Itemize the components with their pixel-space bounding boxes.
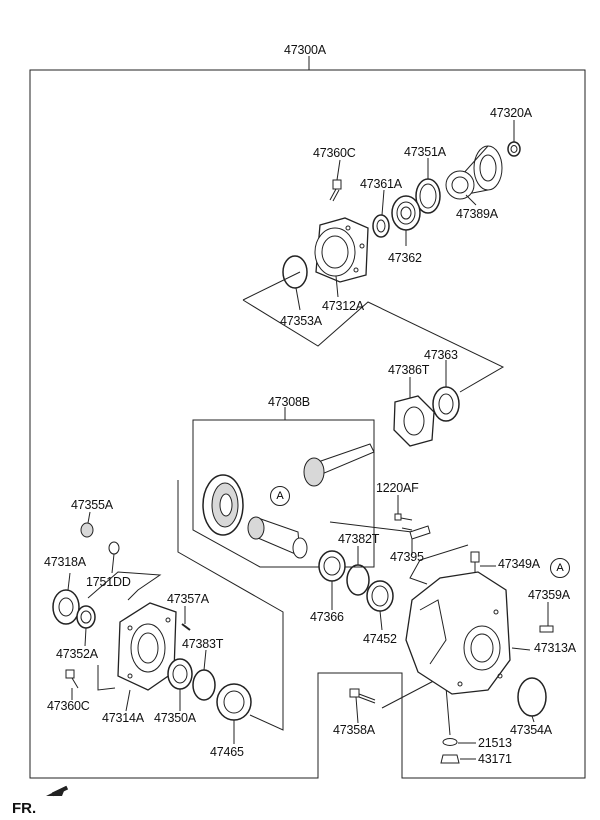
label-21513: 21513 xyxy=(478,736,512,750)
part-47452 xyxy=(366,580,394,612)
part-47349A xyxy=(470,551,480,574)
part-1751DD xyxy=(108,541,120,555)
part-43171 xyxy=(440,754,460,764)
part-47389A xyxy=(445,145,503,200)
part-47382T xyxy=(346,564,370,596)
part-21513 xyxy=(442,738,458,746)
part-47352A xyxy=(76,605,96,629)
label-47312A: 47312A xyxy=(322,299,364,313)
part-47361A xyxy=(372,214,390,238)
part-47395 xyxy=(409,525,431,540)
label-47366: 47366 xyxy=(310,610,344,624)
ring-gear-bracket xyxy=(177,480,284,731)
label-47395: 47395 xyxy=(390,550,424,564)
label-47389A: 47389A xyxy=(456,207,498,221)
label-1220AF: 1220AF xyxy=(376,481,419,495)
label-47382T: 47382T xyxy=(338,532,380,546)
reference-marker-a-case: A xyxy=(550,558,570,578)
label-47354A: 47354A xyxy=(510,723,552,737)
part-47386T xyxy=(393,395,435,447)
label-47383T: 47383T xyxy=(182,637,224,651)
part-47320A xyxy=(507,141,521,157)
front-orientation-label: FR. xyxy=(12,800,37,817)
left-group-bracket xyxy=(87,571,162,601)
part-47308B-pinion xyxy=(303,443,375,487)
part-47308B-ring-gear xyxy=(202,474,244,536)
label-47300A: 47300A xyxy=(284,43,326,57)
leader-lines xyxy=(67,120,549,760)
part-47362 xyxy=(391,195,421,231)
label-47363: 47363 xyxy=(424,348,458,362)
label-47359A: 47359A xyxy=(528,588,570,602)
label-47314A: 47314A xyxy=(102,711,144,725)
label-47362: 47362 xyxy=(388,251,422,265)
label-47350A: 47350A xyxy=(154,711,196,725)
label-47357A: 47357A xyxy=(167,592,209,606)
label-47358A: 47358A xyxy=(333,723,375,737)
part-47357A xyxy=(181,623,191,631)
part-47312A xyxy=(314,217,369,283)
part-47354A xyxy=(517,677,547,717)
label-47308B: 47308B xyxy=(268,395,310,409)
pinion-group-box xyxy=(192,419,375,568)
label-43171: 43171 xyxy=(478,752,512,766)
part-47366 xyxy=(318,550,346,582)
assembly-frame xyxy=(29,69,586,779)
part-47383T xyxy=(192,669,216,701)
reference-marker-a-gear: A xyxy=(270,486,290,506)
part-47465 xyxy=(216,683,252,721)
part-47313A xyxy=(405,571,511,695)
label-47360C-bottom: 47360C xyxy=(47,699,90,713)
part-47355A xyxy=(80,522,94,538)
label-1751DD: 1751DD xyxy=(86,575,131,589)
part-side-gear xyxy=(247,516,308,559)
part-47360C-top xyxy=(329,179,342,202)
label-47360C-top: 47360C xyxy=(313,146,356,160)
part-47363 xyxy=(432,386,460,422)
label-47452: 47452 xyxy=(363,632,397,646)
label-47353A: 47353A xyxy=(280,314,322,328)
part-1220AF xyxy=(394,513,413,521)
part-47359A xyxy=(539,625,554,633)
upper-group-bracket xyxy=(242,271,505,393)
part-47318A xyxy=(52,589,80,625)
part-47350A xyxy=(167,658,193,690)
label-47313A: 47313A xyxy=(534,641,576,655)
front-direction-arrow-icon xyxy=(46,785,69,797)
label-47349A: 47349A xyxy=(498,557,540,571)
label-47465: 47465 xyxy=(210,745,244,759)
label-47320A: 47320A xyxy=(490,106,532,120)
part-47358A xyxy=(349,688,376,704)
part-47353A xyxy=(282,255,308,289)
label-47351A: 47351A xyxy=(404,145,446,159)
label-47361A: 47361A xyxy=(360,177,402,191)
label-47386T: 47386T xyxy=(388,363,430,377)
label-47318A: 47318A xyxy=(44,555,86,569)
part-47360C-bottom xyxy=(65,669,79,689)
part-47314A xyxy=(117,602,177,691)
label-47355A: 47355A xyxy=(71,498,113,512)
label-47352A: 47352A xyxy=(56,647,98,661)
